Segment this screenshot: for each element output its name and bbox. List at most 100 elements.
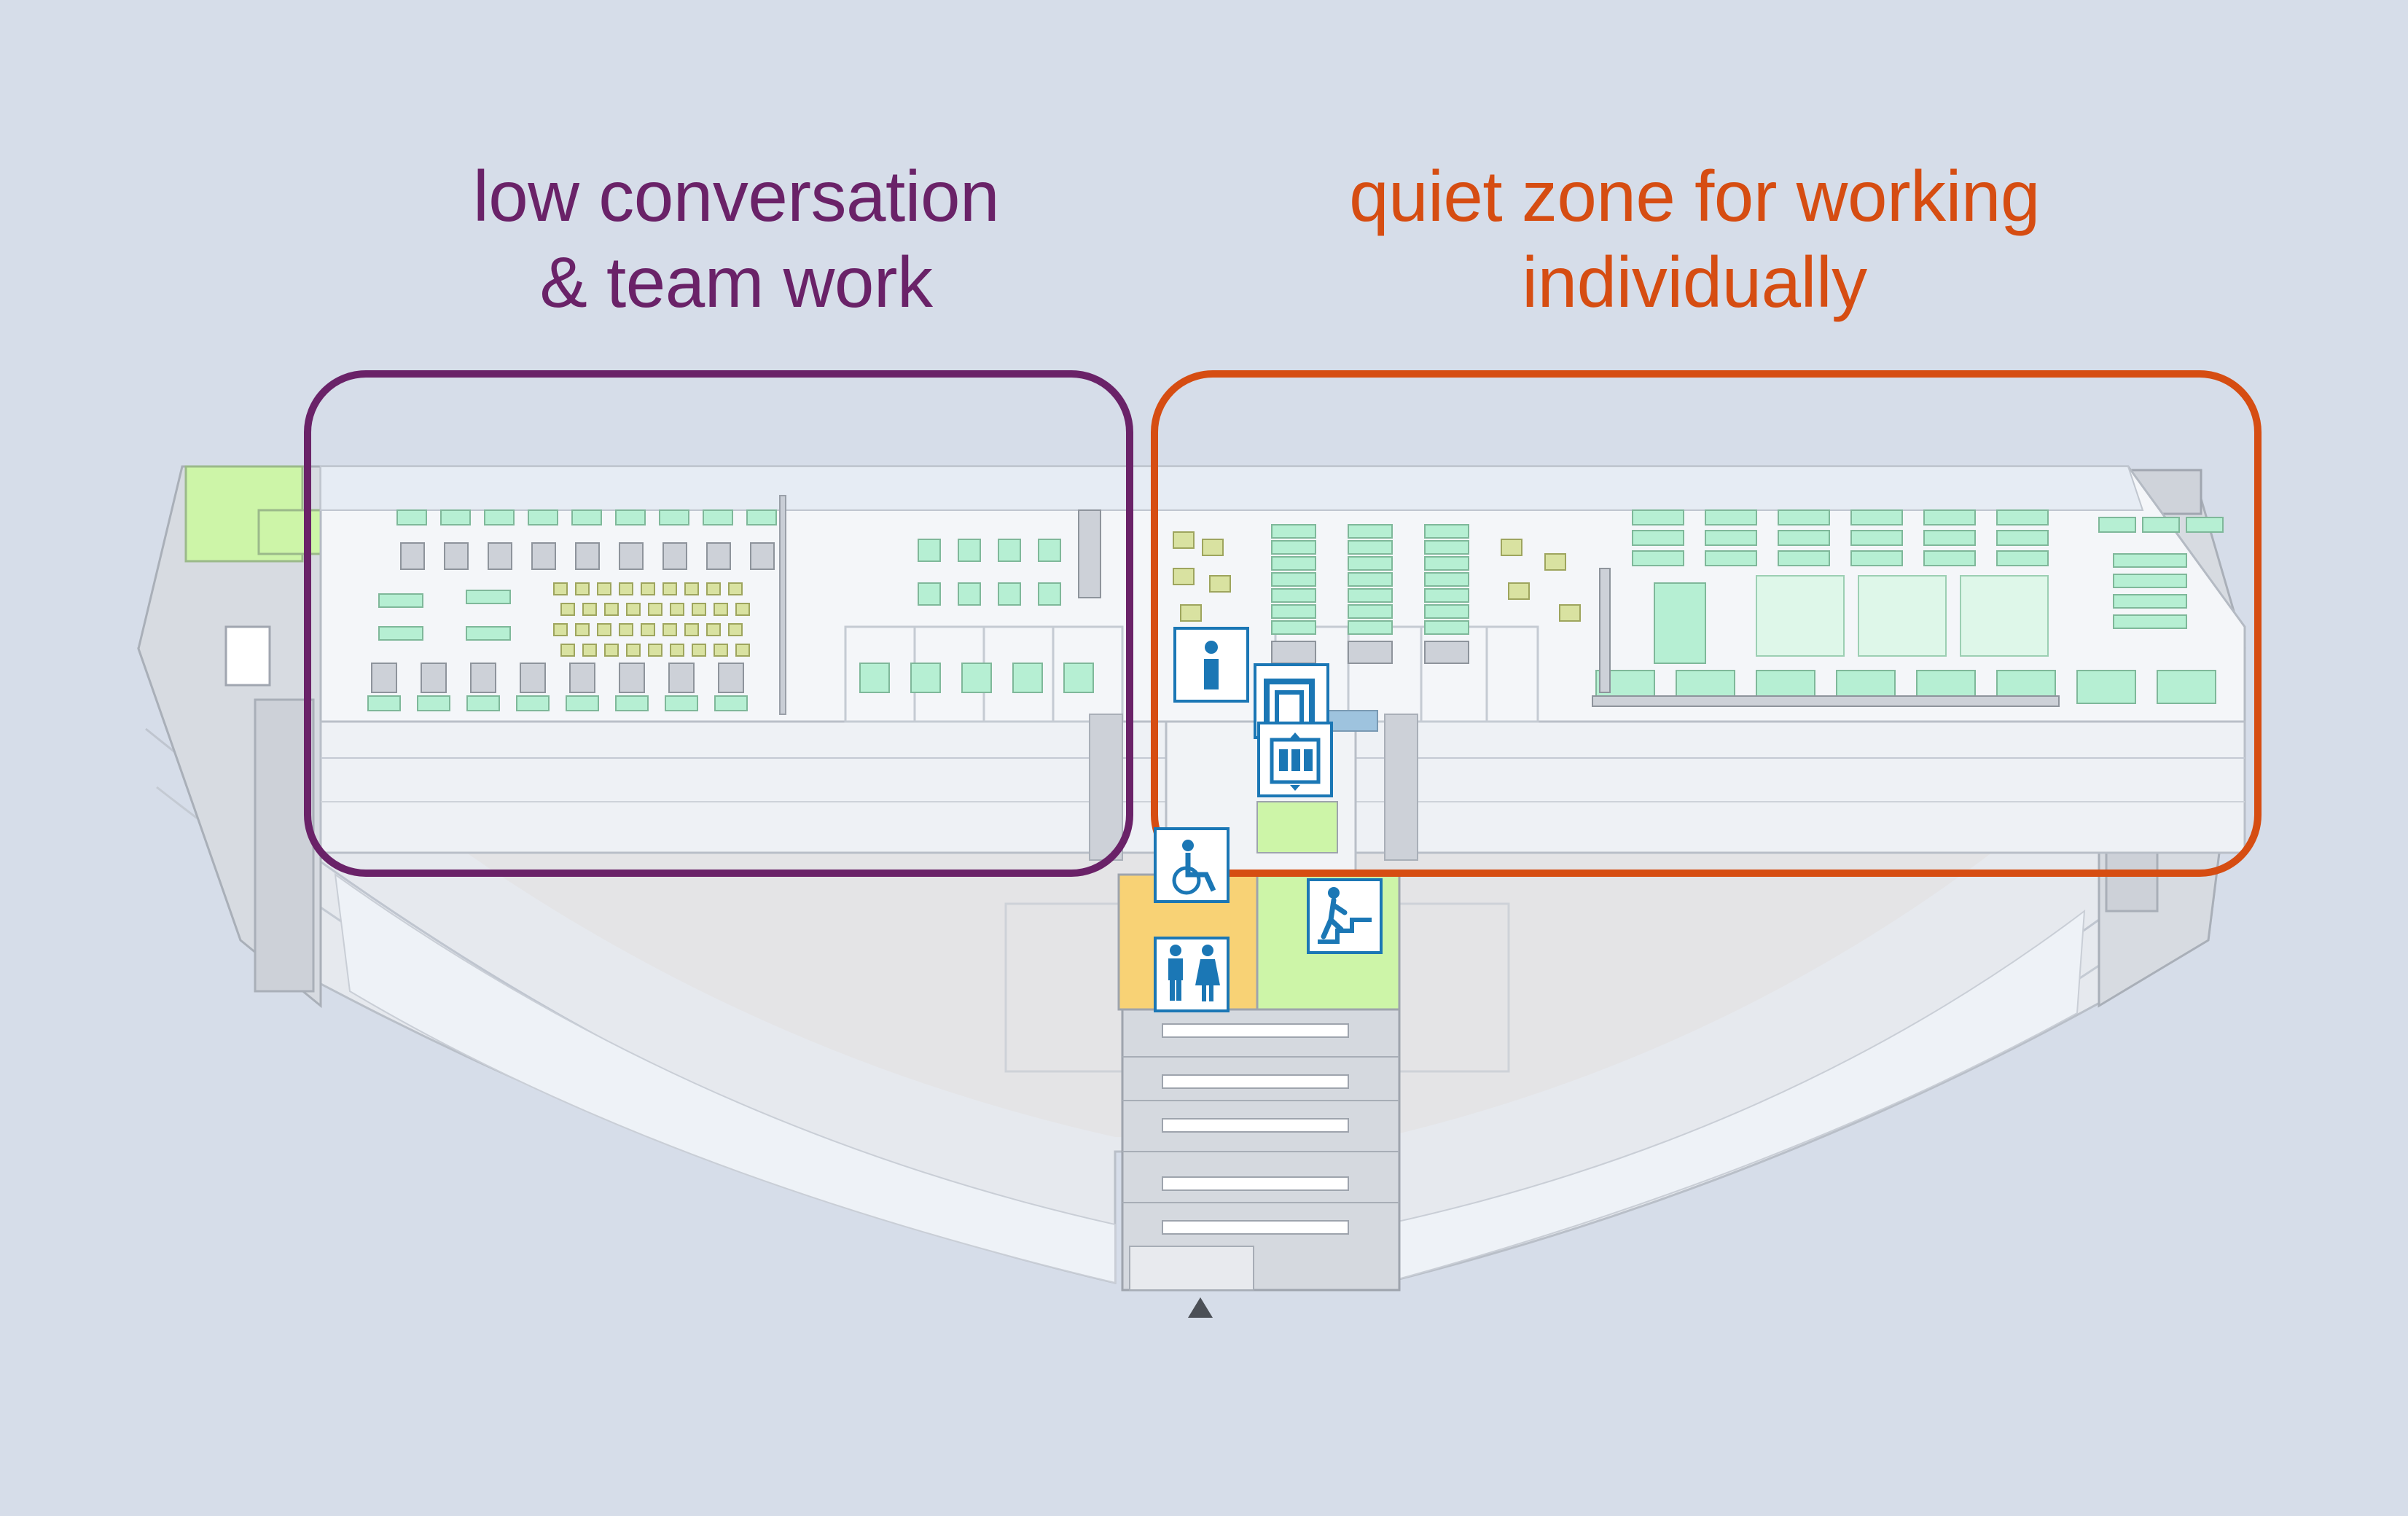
quiet-zone-outline (1151, 370, 2262, 877)
chair (619, 542, 644, 570)
desk (714, 695, 748, 711)
desk (615, 695, 649, 711)
desk (2113, 594, 2187, 609)
lounge-chair (1180, 604, 1202, 622)
chair (718, 663, 744, 693)
lounge-chair (728, 582, 743, 595)
lounge-chair (597, 623, 611, 636)
chair (421, 663, 447, 693)
desk (1996, 550, 2049, 566)
lounge-chair (670, 603, 684, 616)
bench-desk (1348, 588, 1393, 603)
chair (668, 663, 695, 693)
team-zone-furniture (367, 495, 1101, 715)
lounge-chair (735, 644, 750, 657)
lounge-chair (714, 644, 728, 657)
desk (659, 509, 689, 525)
desk (615, 509, 646, 525)
bench-desk (1348, 524, 1393, 539)
bench-desk (1424, 604, 1469, 619)
wheelchair-icon[interactable] (1154, 827, 1230, 903)
table (961, 663, 992, 693)
lounge-chair (582, 644, 597, 657)
chair (520, 663, 546, 693)
restroom-icon[interactable] (1154, 937, 1230, 1012)
lounge-chair (1544, 553, 1566, 571)
lounge-chair (626, 644, 641, 657)
lounge-chair (1209, 575, 1231, 593)
elevator-icon[interactable] (1257, 722, 1333, 797)
workstation (2157, 670, 2216, 704)
bench-desk (1424, 588, 1469, 603)
lounge-chair (1501, 539, 1522, 556)
desk (2113, 574, 2187, 588)
desk (1705, 530, 1757, 546)
bench-desk (1271, 588, 1316, 603)
lounge-chair (560, 644, 575, 657)
desk (1850, 530, 1903, 546)
desk (1632, 530, 1684, 546)
desk (516, 695, 550, 711)
partition (1599, 568, 1611, 693)
workstation (2076, 670, 2136, 704)
bench-desk (1348, 556, 1393, 571)
pod (1756, 575, 1845, 657)
lounge-table (378, 593, 423, 608)
chair (444, 542, 469, 570)
team-zone-label: low conversation & team work (408, 153, 1064, 325)
desk (2113, 614, 2187, 629)
table (1038, 582, 1061, 606)
lounge-chair (684, 582, 699, 595)
pod (1960, 575, 2049, 657)
lounge-chair (648, 603, 662, 616)
lounge-chair (604, 644, 619, 657)
desk (1778, 530, 1830, 546)
bench-desk (1271, 572, 1316, 587)
lounge-chair (706, 582, 721, 595)
lounge-chair (626, 603, 641, 616)
chair (662, 542, 687, 570)
chair (569, 663, 595, 693)
desk (1632, 550, 1684, 566)
info-icon[interactable] (1173, 627, 1249, 703)
bench-desk (1424, 556, 1469, 571)
stairs-icon[interactable] (1307, 878, 1383, 954)
lounge-chair (575, 582, 590, 595)
quiet-zone-label-line-2: individually (1522, 242, 1867, 322)
lounge-chair (648, 644, 662, 657)
lounge-chair (553, 582, 568, 595)
lounge-chair (553, 623, 568, 636)
chair (531, 542, 556, 570)
table (958, 582, 981, 606)
table (859, 663, 890, 693)
desk (566, 695, 599, 711)
table (918, 539, 941, 562)
desk (2098, 517, 2136, 533)
bench-end (1424, 641, 1469, 664)
chair (371, 663, 397, 693)
lounge-chair (619, 582, 633, 595)
workstation-rail (1592, 695, 2060, 707)
bench-desk (1271, 524, 1316, 539)
lounge-chair (692, 603, 706, 616)
lounge-chair (641, 582, 655, 595)
desk (1923, 509, 1976, 525)
lounge-chair (1173, 531, 1195, 549)
lounge-chair (575, 623, 590, 636)
team-zone-label-line-1: low conversation (473, 156, 999, 236)
quiet-zone-label-line-1: quiet zone for working (1349, 156, 2040, 236)
lounge-chair (728, 623, 743, 636)
cabinet (1078, 509, 1101, 598)
desk (665, 695, 698, 711)
quiet-zone-furniture (1173, 509, 2224, 707)
team-zone-label-line-2: & team work (539, 242, 933, 322)
table (1063, 663, 1094, 693)
lounge-chair (692, 644, 706, 657)
desk (1778, 550, 1830, 566)
table (1038, 539, 1061, 562)
bench-desk (1271, 620, 1316, 635)
desk (528, 509, 558, 525)
bench-desk (1271, 556, 1316, 571)
desk-block (1654, 582, 1706, 664)
desk (1850, 509, 1903, 525)
